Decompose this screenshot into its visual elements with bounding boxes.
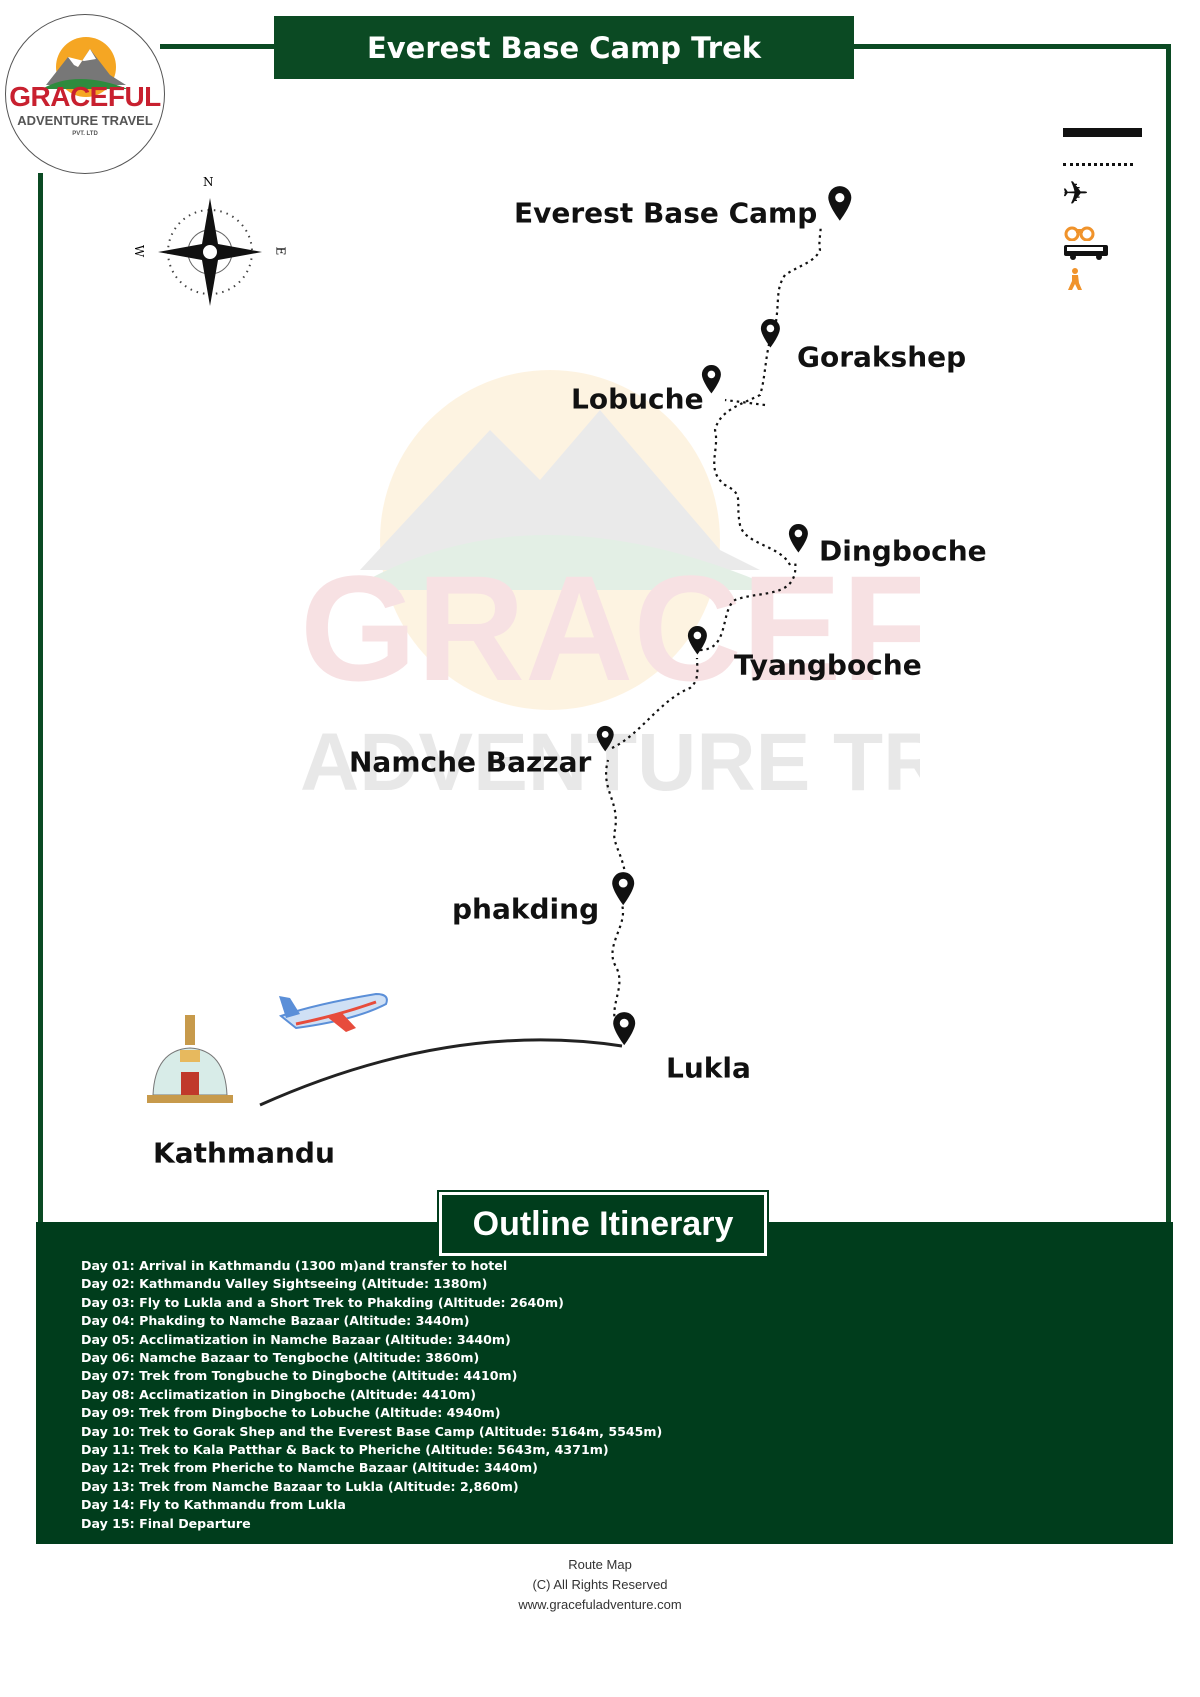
compass-icon xyxy=(158,198,262,306)
trek-dotted-path xyxy=(605,224,822,1041)
place-label-lobuche: Lobuche xyxy=(571,382,704,416)
itinerary-day: Day 01: Arrival in Kathmandu (1300 m)and… xyxy=(81,1258,508,1273)
stupa-icon xyxy=(147,1015,233,1103)
place-label-namche-bazzar: Namche Bazzar xyxy=(349,745,592,779)
itinerary-day: Day 12: Trek from Pheriche to Namche Baz… xyxy=(81,1460,538,1476)
airplane-illustration-icon xyxy=(278,992,388,1032)
road-line-icon xyxy=(1063,128,1142,137)
map-pin-icon-tyangboche[interactable] xyxy=(686,625,709,655)
map-pin-icon-lobuche[interactable] xyxy=(700,364,723,394)
map-pin-icon-gorakshep[interactable] xyxy=(759,318,782,348)
map-pin-icon-phakding[interactable] xyxy=(610,871,636,906)
trek-route xyxy=(259,224,822,1107)
footer: Route Map (C) All Rights Reserved www.gr… xyxy=(0,1555,1200,1615)
place-label-everest-base-camp: Everest Base Camp xyxy=(514,196,818,230)
frame-right-line xyxy=(1166,44,1171,1224)
compass-north: N xyxy=(203,175,214,189)
hiker-icon xyxy=(1068,268,1082,290)
map-legend: ✈ xyxy=(1060,125,1150,295)
itinerary-day: Day 10: Trek to Gorak Shep and the Evere… xyxy=(81,1423,663,1439)
itinerary-list: Day 01: Arrival in Kathmandu (1300 m)and… xyxy=(81,1257,662,1533)
footer-copyright: (C) All Rights Reserved xyxy=(532,1577,668,1592)
place-label-tyangboche: Tyangboche xyxy=(734,648,922,682)
itinerary-day: Day 07: Trek from Tongbuche to Dingboche… xyxy=(81,1368,518,1384)
logo-subtitle: ADVENTURE TRAVEL xyxy=(17,113,153,128)
compass-rose: N W E xyxy=(130,170,290,330)
map-pin-icon-lukla[interactable] xyxy=(611,1011,637,1046)
place-label-gorakshep: Gorakshep xyxy=(797,340,967,374)
logo-mountain-icon xyxy=(42,37,128,97)
itinerary-day: Day 14: Fly to Kathmandu from Lukla xyxy=(81,1497,346,1513)
footer-route-map: Route Map xyxy=(568,1557,632,1572)
place-label-dingboche: Dingboche xyxy=(819,534,987,568)
flight-path-line xyxy=(259,1038,623,1107)
page-title: Everest Base Camp Trek xyxy=(274,16,854,79)
footer-website-link[interactable]: www.gracefuladventure.com xyxy=(518,1597,682,1612)
company-logo: GRACEFUL ADVENTURE TRAVEL PVT. LTD xyxy=(5,14,165,174)
logo-tag: PVT. LTD xyxy=(72,131,98,137)
trek-dotted-line-icon xyxy=(1063,163,1133,166)
itinerary-title: Outline Itinerary xyxy=(437,1190,769,1258)
map-pin-icon-ebc[interactable] xyxy=(826,185,854,222)
itinerary-day: Day 11: Trek to Kala Patthar & Back to P… xyxy=(81,1442,609,1458)
frame-left-line xyxy=(38,173,43,1225)
binoculars-icon xyxy=(1064,226,1095,241)
place-label-kathmandu: Kathmandu xyxy=(153,1136,335,1170)
itinerary-panel xyxy=(36,1222,1173,1544)
place-label-lukla: Lukla xyxy=(666,1051,751,1085)
itinerary-day: Day 09: Trek from Dingboche to Lobuche (… xyxy=(81,1405,501,1421)
itinerary-day: Day 03: Fly to Lukla and a Short Trek to… xyxy=(81,1294,564,1310)
logo-name: GRACEFUL xyxy=(9,81,161,112)
map-pin-icon-namche[interactable] xyxy=(595,725,615,752)
map-pin-icon-dingboche[interactable] xyxy=(787,523,810,553)
itinerary-day: Day 13: Trek from Namche Bazaar to Lukla… xyxy=(81,1478,519,1494)
itinerary-day: Day 15: Final Departure xyxy=(81,1515,251,1531)
itinerary-day: Day 04: Phakding to Namche Bazaar (Altit… xyxy=(81,1313,470,1329)
itinerary-day: Day 05: Acclimatization in Namche Bazaar… xyxy=(81,1331,511,1347)
itinerary-day: Day 06: Namche Bazaar to Tengboche (Alti… xyxy=(81,1350,480,1366)
place-label-phakding: phakding xyxy=(452,892,600,926)
itinerary-day: Day 02: Kathmandu Valley Sightseeing (Al… xyxy=(81,1276,488,1292)
itinerary-day: Day 08: Acclimatization in Dingboche (Al… xyxy=(81,1386,477,1402)
airplane-icon: ✈ xyxy=(1062,174,1089,212)
bus-icon xyxy=(1064,245,1108,260)
